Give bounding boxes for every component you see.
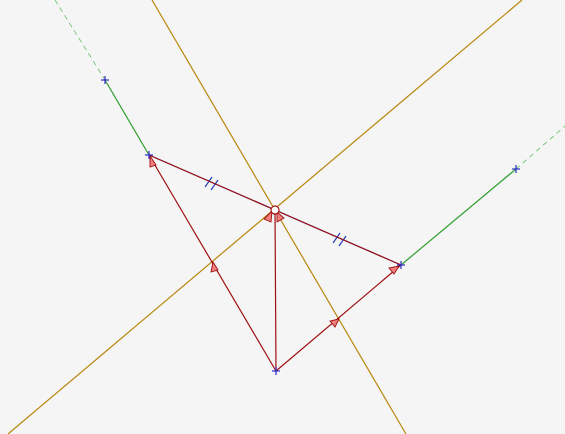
- extension-right[interactable]: [400, 168, 517, 266]
- arrow-icon: [329, 318, 340, 328]
- arrow-icon: [210, 260, 219, 273]
- vector-bottom-to-midpoint[interactable]: [274, 209, 277, 372]
- arrow-icon: [149, 154, 157, 168]
- arrowheads: [149, 154, 400, 328]
- point-marker-icon[interactable]: [397, 261, 405, 269]
- equal-mark-right: [332, 232, 347, 247]
- equal-mark-left: [204, 176, 219, 191]
- arrow-icon: [388, 265, 400, 275]
- arrow-icon: [276, 211, 285, 223]
- midpoint-circle-icon[interactable]: [270, 205, 280, 215]
- point-marker-icon[interactable]: [272, 367, 280, 375]
- point-marker-icon[interactable]: [145, 151, 153, 159]
- point-marker-icon[interactable]: [101, 76, 109, 84]
- arrow-icon: [263, 209, 273, 223]
- extension-left[interactable]: [104, 79, 150, 156]
- construction-line-b[interactable]: [7, 0, 523, 434]
- extension-dashed-left: [54, 0, 106, 81]
- point-marker-icon[interactable]: [512, 165, 520, 173]
- vector-bottom-to-right[interactable]: [275, 264, 402, 372]
- vector-left-to-midpoint[interactable]: [148, 154, 276, 211]
- extension-dashed-right: [515, 125, 565, 170]
- vector-right-to-midpoint[interactable]: [274, 209, 402, 266]
- points: [101, 76, 520, 375]
